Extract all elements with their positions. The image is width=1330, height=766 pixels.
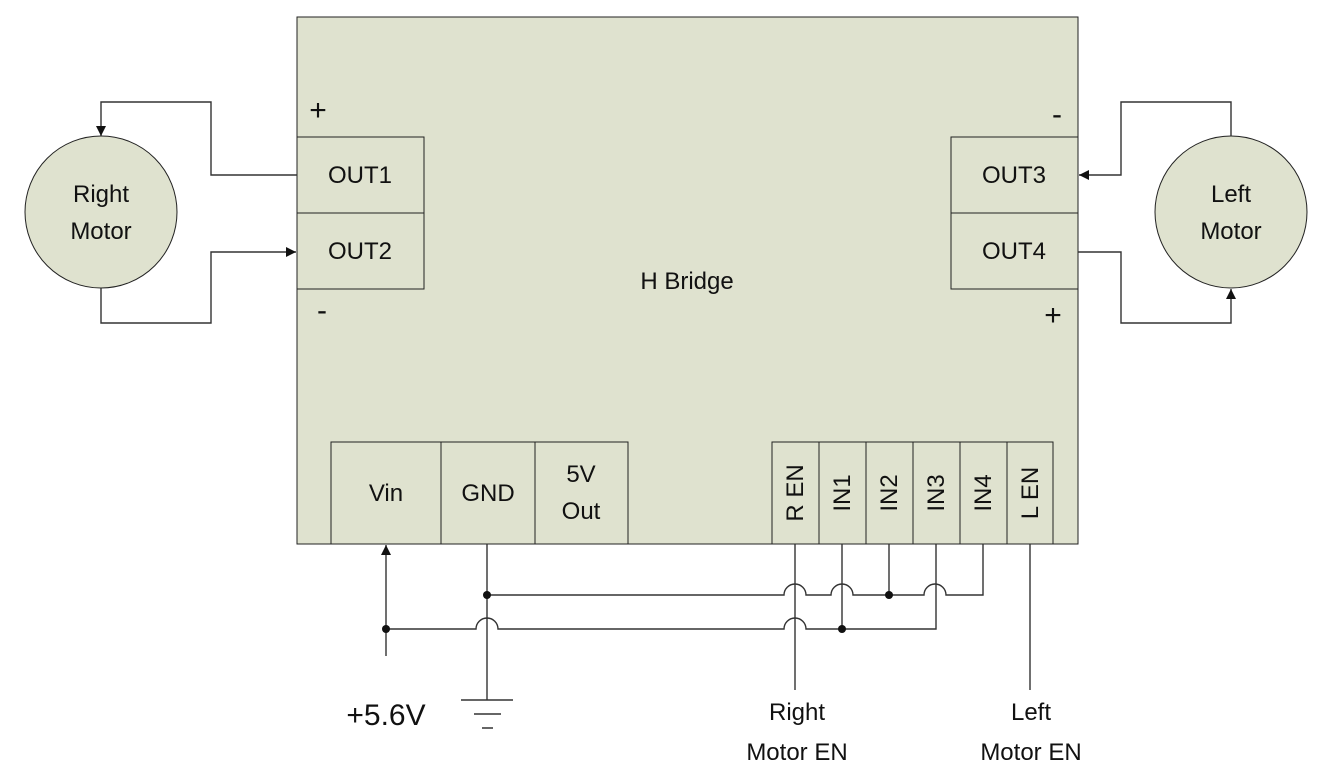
in1-label: IN1 bbox=[829, 474, 856, 511]
out1-to-right-motor-wire bbox=[96, 101, 297, 176]
supply-voltage-label: +5.6V bbox=[346, 699, 425, 732]
polarity-plus-right: + bbox=[1044, 299, 1062, 332]
5v-out-label-1: 5V bbox=[566, 461, 595, 488]
right-motor-icon bbox=[24, 135, 178, 289]
junction-dot bbox=[382, 625, 390, 633]
gnd-bus-wire bbox=[487, 544, 984, 596]
supply-bus-wire bbox=[386, 544, 937, 630]
right-motor-en-label-2: Motor EN bbox=[746, 739, 847, 766]
out4-label: OUT4 bbox=[982, 238, 1046, 265]
out2-terminal bbox=[296, 212, 425, 290]
in4-pin bbox=[959, 441, 1008, 545]
left-motor-en-label-1: Left bbox=[1011, 699, 1051, 726]
junction-dot bbox=[885, 591, 893, 599]
5v-out-label-2: Out bbox=[562, 498, 601, 525]
out3-label: OUT3 bbox=[982, 162, 1046, 189]
in4-label: IN4 bbox=[970, 474, 997, 511]
left-motor-label-2: Motor bbox=[1200, 218, 1261, 245]
polarity-minus-left: - bbox=[317, 294, 327, 327]
gnd-pin bbox=[440, 441, 536, 545]
ren-label: R EN bbox=[782, 464, 809, 521]
gnd-label: GND bbox=[461, 480, 514, 507]
polarity-minus-right: - bbox=[1052, 98, 1062, 131]
in2-label: IN2 bbox=[876, 474, 903, 511]
ren-pin bbox=[771, 441, 820, 545]
out1-label: OUT1 bbox=[328, 162, 392, 189]
out2-label: OUT2 bbox=[328, 238, 392, 265]
left-motor-to-out3-wire bbox=[1079, 101, 1232, 180]
right-motor-label-1: Right bbox=[73, 181, 129, 208]
right-motor-en-label-1: Right bbox=[769, 699, 825, 726]
ground-icon bbox=[461, 699, 513, 729]
out4-to-left-motor-wire bbox=[1078, 251, 1236, 324]
out4-terminal bbox=[950, 212, 1079, 290]
len-label: L EN bbox=[1017, 467, 1044, 519]
left-motor-label-1: Left bbox=[1211, 181, 1251, 208]
vin-pin bbox=[330, 441, 442, 545]
left-motor-icon bbox=[1154, 135, 1308, 289]
in2-pin bbox=[865, 441, 914, 545]
vin-label: Vin bbox=[369, 480, 403, 507]
5v-out-pin bbox=[534, 441, 629, 545]
left-motor-en-label-2: Motor EN bbox=[980, 739, 1081, 766]
right-motor-label-2: Motor bbox=[70, 218, 131, 245]
junction-dot bbox=[483, 591, 491, 599]
out1-terminal bbox=[296, 136, 425, 214]
in3-label: IN3 bbox=[923, 474, 950, 511]
junction-dot bbox=[838, 625, 846, 633]
h-bridge-title: H Bridge bbox=[640, 268, 733, 295]
right-motor-to-out2-wire bbox=[100, 247, 296, 324]
polarity-plus-left: + bbox=[309, 94, 327, 127]
out3-terminal bbox=[950, 136, 1079, 214]
